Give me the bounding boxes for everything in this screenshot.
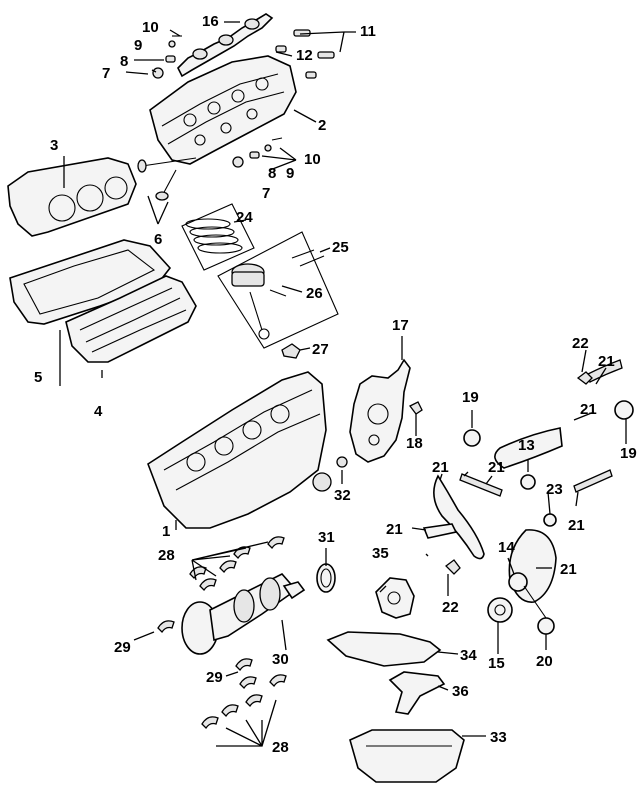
label-28-top: 28 xyxy=(158,547,175,564)
label-21-bottom: 21 xyxy=(560,561,577,578)
crankshaft xyxy=(181,573,306,655)
label-24: 24 xyxy=(236,209,253,226)
label-19-right: 19 xyxy=(620,445,637,462)
label-17: 17 xyxy=(392,317,409,334)
label-4: 4 xyxy=(94,403,103,420)
camshaft xyxy=(177,13,274,78)
label-21-top: 21 xyxy=(598,353,615,370)
label-13: 13 xyxy=(518,437,535,454)
small-clip xyxy=(281,343,301,359)
timing-cover xyxy=(349,358,411,463)
label-19-left: 19 xyxy=(462,389,479,406)
label-25: 25 xyxy=(332,239,349,256)
label-10-top: 10 xyxy=(142,19,159,36)
label-21-right-upper: 21 xyxy=(580,401,597,418)
oil-pan-upper xyxy=(326,631,442,667)
label-8-bottom: 8 xyxy=(268,165,276,182)
label-6: 6 xyxy=(154,231,162,248)
valve-train-parts xyxy=(152,29,335,168)
piston-rod-kit xyxy=(217,231,339,349)
label-21-mid: 21 xyxy=(488,459,505,476)
oil-pump xyxy=(375,577,415,619)
piston-rings-kit xyxy=(181,203,255,271)
label-12: 12 xyxy=(296,47,313,64)
valves xyxy=(137,157,197,201)
label-7-bottom: 7 xyxy=(262,185,270,202)
part-labels: 10 9 8 7 16 11 12 2 10 9 8 7 3 6 24 25 2… xyxy=(34,13,637,756)
sensor-32 xyxy=(336,456,348,468)
cylinder-head xyxy=(149,55,297,165)
label-27: 27 xyxy=(312,341,329,358)
label-20: 20 xyxy=(536,653,553,670)
label-5: 5 xyxy=(34,369,42,386)
label-14: 14 xyxy=(498,539,515,556)
label-32: 32 xyxy=(334,487,351,504)
label-21-left: 21 xyxy=(386,521,403,538)
label-31: 31 xyxy=(318,529,335,546)
label-21-mid-left: 21 xyxy=(432,459,449,476)
label-9-top: 9 xyxy=(134,37,142,54)
label-28-bottom: 28 xyxy=(272,739,289,756)
head-gasket xyxy=(7,157,137,237)
seal-18 xyxy=(409,401,423,415)
main-bearings xyxy=(157,536,287,730)
label-22-bottom: 22 xyxy=(442,599,459,616)
oil-pickup xyxy=(388,671,446,715)
label-23: 23 xyxy=(546,481,563,498)
label-30: 30 xyxy=(272,651,289,668)
rear-main-seal xyxy=(316,563,336,593)
label-34: 34 xyxy=(460,647,477,664)
leader-lines xyxy=(59,21,627,747)
label-15: 15 xyxy=(488,655,505,672)
label-2: 2 xyxy=(318,117,326,134)
label-21-right: 21 xyxy=(568,517,585,534)
label-36: 36 xyxy=(452,683,469,700)
engine-block xyxy=(147,371,332,529)
label-22-top: 22 xyxy=(572,335,589,352)
label-7-top: 7 xyxy=(102,65,110,82)
label-33: 33 xyxy=(490,729,507,746)
label-16: 16 xyxy=(202,13,219,30)
oil-pan-lower xyxy=(349,729,465,783)
timing-components xyxy=(422,359,623,603)
label-29-left: 29 xyxy=(114,639,131,656)
valve-cover xyxy=(65,275,197,363)
label-18: 18 xyxy=(406,435,423,452)
label-3: 3 xyxy=(50,137,58,154)
label-26: 26 xyxy=(306,285,323,302)
label-11: 11 xyxy=(360,23,376,40)
label-1: 1 xyxy=(162,523,170,540)
sprockets xyxy=(463,400,634,635)
label-29-bottom: 29 xyxy=(206,669,223,686)
label-35: 35 xyxy=(372,545,389,562)
label-10-bottom: 10 xyxy=(304,151,321,168)
label-9-bottom: 9 xyxy=(286,165,294,182)
label-8-top: 8 xyxy=(120,53,128,70)
